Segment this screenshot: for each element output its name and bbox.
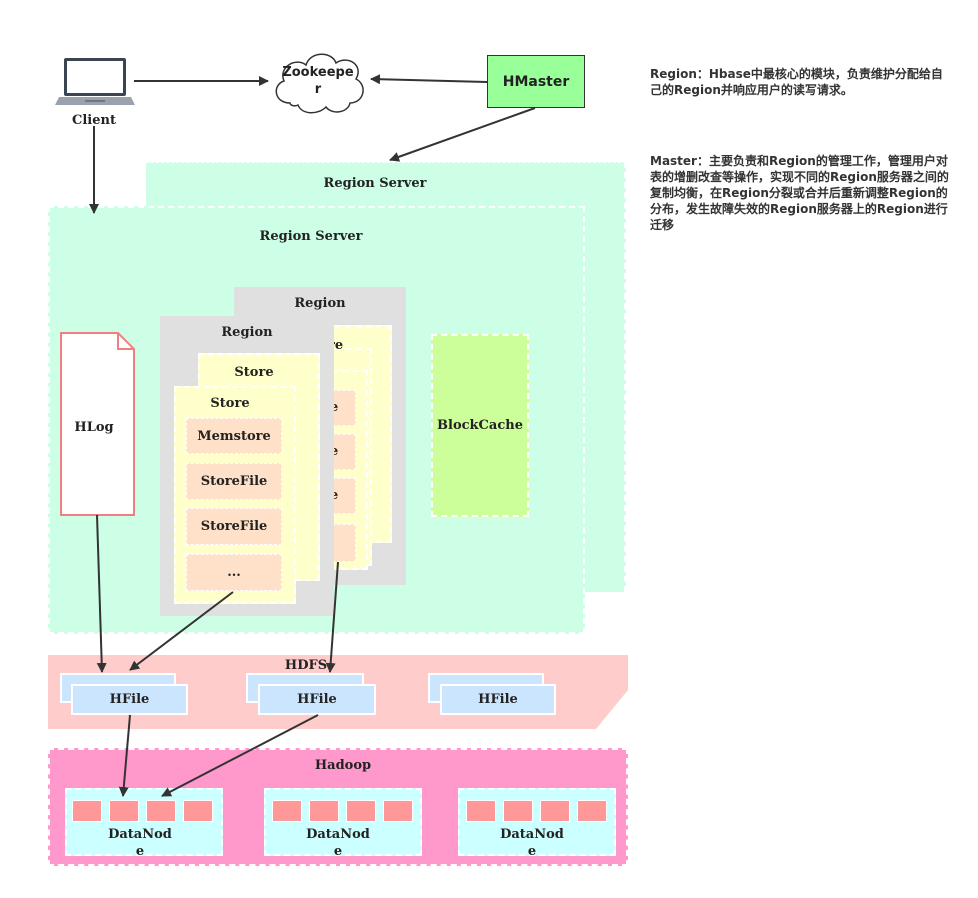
blockcache-box: BlockCache bbox=[431, 334, 529, 517]
arrow-hmaster-to-region-server bbox=[389, 107, 536, 162]
zookeeper-label: Zookeepe r bbox=[268, 64, 368, 98]
cloud-icon bbox=[275, 53, 364, 114]
hlog-label: HLog bbox=[74, 419, 114, 435]
datanode-1-label-line1: DataNod bbox=[108, 827, 172, 842]
region-note: Region：Hbase中最核心的模块，负责维护分配给自己的Region并响应用… bbox=[650, 67, 943, 97]
datanode-2-block-4 bbox=[383, 800, 413, 822]
ellipsis-box: ... bbox=[186, 554, 282, 591]
datanode-1 bbox=[65, 788, 223, 856]
memstore-box: Memstore bbox=[186, 418, 282, 454]
region-front-label: Region bbox=[221, 324, 273, 340]
datanode-2-label: DataNod e bbox=[288, 826, 388, 860]
datanode-1-label-line2: e bbox=[135, 844, 145, 859]
datanode-3-label-line1: DataNod bbox=[500, 827, 564, 842]
region-server-back-label: Region Server bbox=[323, 175, 427, 191]
zookeeper-node: Zookeepe r bbox=[268, 45, 370, 117]
region-back-item-3-text: e bbox=[330, 488, 339, 503]
datanode-3-block-4 bbox=[577, 800, 607, 822]
datanode-3-block-1 bbox=[466, 800, 496, 822]
storefile-box-2: StoreFile bbox=[186, 508, 282, 545]
datanode-3-block-3 bbox=[540, 800, 570, 822]
datanode-1-block-1 bbox=[72, 800, 102, 822]
datanode-2-label-line1: DataNod bbox=[306, 827, 370, 842]
arrow-hmaster-to-zookeeper bbox=[370, 74, 488, 85]
hfile-3: HFile bbox=[440, 684, 556, 715]
region-front-store-back-label: Store bbox=[234, 364, 274, 380]
laptop-icon bbox=[55, 58, 135, 105]
hadoop-label: Hadoop bbox=[314, 757, 372, 773]
datanode-3-label: DataNod e bbox=[482, 826, 582, 860]
datanode-1-block-4 bbox=[183, 800, 213, 822]
zookeeper-label-line1: Zookeepe bbox=[282, 65, 354, 80]
hfile-2: HFile bbox=[258, 684, 376, 715]
datanode-3-label-line2: e bbox=[527, 844, 537, 859]
datanode-2-label-line2: e bbox=[333, 844, 343, 859]
datanode-2-block-3 bbox=[346, 800, 376, 822]
region-back-item-1-text: e bbox=[330, 400, 339, 415]
region-back-label: Region bbox=[294, 295, 346, 311]
hdfs-label: HDFS bbox=[284, 657, 328, 673]
datanode-2 bbox=[264, 788, 422, 856]
datanode-1-block-2 bbox=[109, 800, 139, 822]
hfile-1: HFile bbox=[71, 684, 188, 715]
region-back-item-2-text: e bbox=[330, 444, 339, 459]
client-node: Client bbox=[55, 55, 135, 130]
datanode-2-block-1 bbox=[272, 800, 302, 822]
client-label: Client bbox=[72, 112, 116, 128]
datanode-1-label: DataNod e bbox=[90, 826, 190, 860]
datanode-3 bbox=[458, 788, 616, 856]
storefile-box-1: StoreFile bbox=[186, 463, 282, 500]
master-note: Master：主要负责和Region的管理工作，管理用户对表的增删改查等操作，实… bbox=[650, 154, 949, 232]
zookeeper-label-line2: r bbox=[314, 82, 322, 97]
region-server-front-label: Region Server bbox=[259, 228, 363, 244]
hmaster-node: HMaster bbox=[487, 55, 585, 108]
datanode-2-block-2 bbox=[309, 800, 339, 822]
datanode-3-block-2 bbox=[503, 800, 533, 822]
region-front-store-front-label: Store bbox=[210, 395, 250, 411]
datanode-1-block-3 bbox=[146, 800, 176, 822]
